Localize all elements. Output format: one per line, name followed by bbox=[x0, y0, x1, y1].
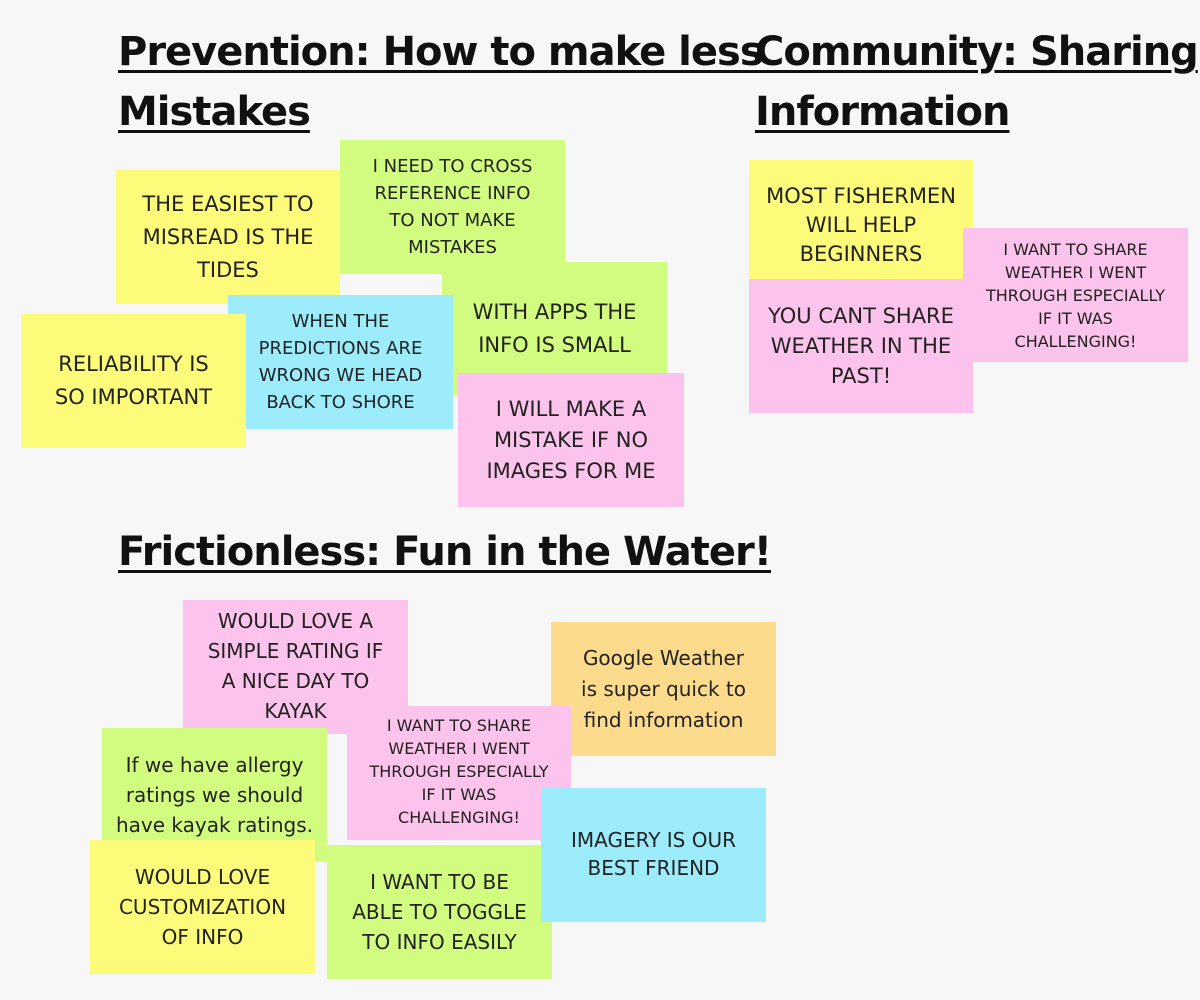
prevention-heading-line2: Mistakes bbox=[118, 89, 311, 135]
sticky-note[interactable]: I WANT TO SHARE WEATHER I WENT THROUGH E… bbox=[347, 706, 571, 840]
sticky-note[interactable]: I NEED TO CROSS REFERENCE INFO TO NOT MA… bbox=[340, 140, 565, 274]
prevention-heading-line1: Prevention: How to make less bbox=[118, 29, 764, 75]
sticky-note[interactable]: I WANT TO SHARE WEATHER I WENT THROUGH E… bbox=[963, 228, 1188, 362]
community-heading-line1: Community: Sharing bbox=[755, 29, 1199, 75]
sticky-note[interactable]: RELIABILITY IS SO IMPORTANT bbox=[21, 314, 246, 448]
prevention-heading: Prevention: How to make less Mistakes bbox=[118, 22, 764, 142]
sticky-note[interactable]: Google Weather is super quick to find in… bbox=[551, 622, 776, 756]
sticky-note[interactable]: MOST FISHERMEN WILL HELP BEGINNERS bbox=[749, 160, 973, 294]
community-heading-line2: Information bbox=[755, 89, 1010, 135]
frictionless-heading: Frictionless: Fun in the Water! bbox=[118, 522, 772, 582]
sticky-note[interactable]: WOULD LOVE A SIMPLE RATING IF A NICE DAY… bbox=[183, 600, 408, 734]
sticky-note[interactable]: WOULD LOVE CUSTOMIZATION OF INFO bbox=[90, 840, 315, 974]
community-heading: Community: Sharing Information bbox=[755, 22, 1199, 142]
sticky-note[interactable]: I WILL MAKE A MISTAKE IF NO IMAGES FOR M… bbox=[458, 373, 684, 507]
frictionless-heading-line1: Frictionless: Fun in the Water! bbox=[118, 529, 772, 575]
sticky-note[interactable]: IMAGERY IS OUR BEST FRIEND bbox=[541, 788, 766, 922]
sticky-note[interactable]: YOU CANT SHARE WEATHER IN THE PAST! bbox=[749, 279, 973, 413]
sticky-note[interactable]: THE EASIEST TO MISREAD IS THE TIDES bbox=[116, 170, 340, 304]
sticky-note[interactable]: If we have allergy ratings we should hav… bbox=[102, 728, 327, 862]
sticky-note[interactable]: WHEN THE PREDICTIONS ARE WRONG WE HEAD B… bbox=[228, 295, 453, 429]
sticky-note[interactable]: I WANT TO BE ABLE TO TOGGLE TO INFO EASI… bbox=[327, 845, 552, 979]
